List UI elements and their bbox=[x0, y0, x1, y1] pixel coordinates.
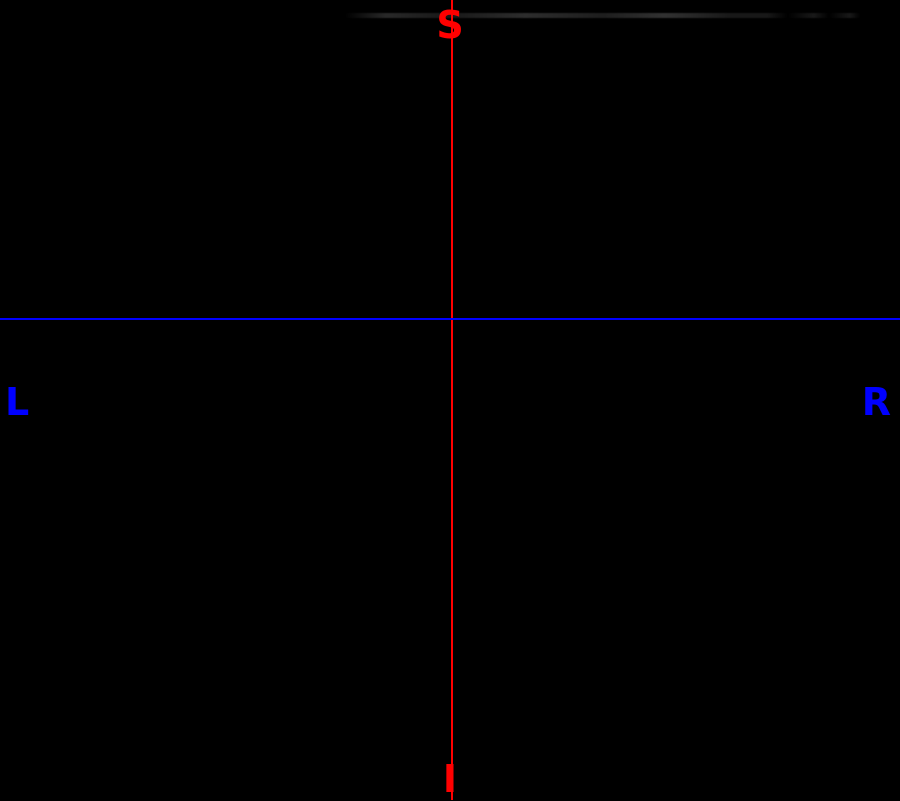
image-slice-content bbox=[345, 13, 860, 18]
orientation-label-superior: S bbox=[436, 3, 464, 47]
orientation-label-right: R bbox=[861, 380, 891, 424]
orientation-label-left: L bbox=[5, 380, 30, 424]
horizontal-crosshair-line[interactable] bbox=[0, 318, 900, 320]
orientation-label-inferior: I bbox=[442, 757, 458, 801]
vertical-crosshair-line[interactable] bbox=[451, 0, 453, 800]
